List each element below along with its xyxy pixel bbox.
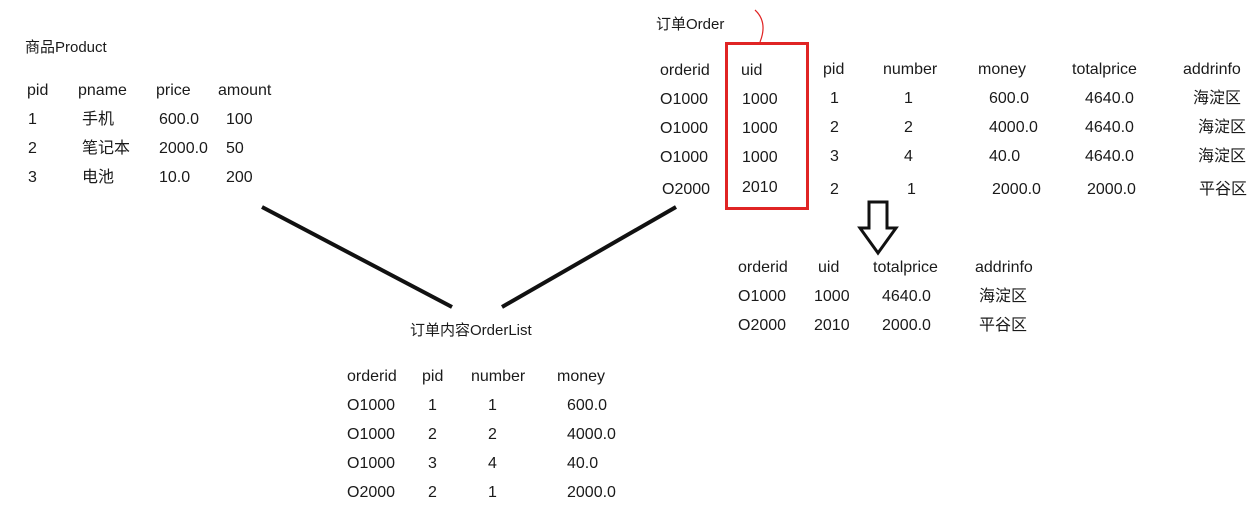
product-cell: 100 xyxy=(226,111,253,128)
red-pen-mark xyxy=(754,9,764,43)
product-header-pid: pid xyxy=(27,82,49,99)
orderlist-cell: O1000 xyxy=(347,397,396,414)
uid-column-highlight xyxy=(725,42,809,210)
product-to-orderlist-line xyxy=(261,205,453,309)
product-header-pname: pname xyxy=(78,82,127,99)
orderlist-cell: 1 xyxy=(428,397,437,414)
product-cell: 3 xyxy=(28,169,37,186)
order-cell: 4000.0 xyxy=(989,119,1038,136)
order-to-orderlist-line xyxy=(501,205,677,309)
split-header-uid: uid xyxy=(818,259,840,276)
order-cell: 4 xyxy=(904,148,913,165)
order-cell: 2010 xyxy=(742,179,778,196)
orderlist-header-orderid: orderid xyxy=(347,368,397,385)
order-cell: 1 xyxy=(907,181,916,198)
order-cell: 1000 xyxy=(742,149,778,166)
orderlist-cell: 2 xyxy=(428,484,437,501)
order-cell: 2000.0 xyxy=(1087,181,1136,198)
order-cell: O2000 xyxy=(662,181,711,198)
orderlist-cell: 1 xyxy=(488,484,497,501)
orderlist-cell: 600.0 xyxy=(567,397,608,414)
order-cell: 2000.0 xyxy=(992,181,1041,198)
order-cell: O1000 xyxy=(660,120,709,137)
orderlist-header-number: number xyxy=(471,368,526,385)
split-header-addrinfo: addrinfo xyxy=(975,259,1033,276)
order-cell: 3 xyxy=(830,148,839,165)
order-cell: 1000 xyxy=(742,91,778,108)
order-cell: 1 xyxy=(830,90,839,107)
order-cell: 4640.0 xyxy=(1085,148,1134,165)
orderlist-cell: 4 xyxy=(488,455,497,472)
split-cell: 1000 xyxy=(814,288,850,305)
orderlist-cell: 2 xyxy=(428,426,437,443)
orderlist-table-title: 订单内容OrderList xyxy=(410,322,532,339)
orderlist-cell: 1 xyxy=(488,397,497,414)
order-cell: 海淀区 xyxy=(1198,119,1247,136)
down-arrow-icon xyxy=(857,200,899,256)
order-header-orderid: orderid xyxy=(660,62,710,79)
orderlist-cell: 4000.0 xyxy=(567,426,616,443)
split-cell: 海淀区 xyxy=(979,288,1028,305)
split-cell: 平谷区 xyxy=(979,317,1028,334)
order-cell: O1000 xyxy=(660,149,709,166)
order-header-uid: uid xyxy=(741,62,763,79)
orderlist-cell: O2000 xyxy=(347,484,396,501)
orderlist-cell: 2000.0 xyxy=(567,484,616,501)
orderlist-cell: 2 xyxy=(488,426,497,443)
product-cell: 1 xyxy=(28,111,37,128)
order-cell: 40.0 xyxy=(989,148,1021,165)
orderlist-cell: 40.0 xyxy=(567,455,599,472)
order-cell: 4640.0 xyxy=(1085,119,1134,136)
order-cell: 1000 xyxy=(742,120,778,137)
orderlist-cell: O1000 xyxy=(347,455,396,472)
product-cell: 2000.0 xyxy=(159,140,208,157)
order-header-addrinfo: addrinfo xyxy=(1183,61,1241,78)
order-cell: 1 xyxy=(904,90,913,107)
product-cell: 笔记本 xyxy=(82,140,131,157)
product-table-title: 商品Product xyxy=(25,39,107,56)
split-header-totalprice: totalprice xyxy=(873,259,938,276)
product-cell: 200 xyxy=(226,169,253,186)
orderlist-cell: O1000 xyxy=(347,426,396,443)
order-cell: 海淀区 xyxy=(1198,148,1247,165)
order-header-number: number xyxy=(883,61,938,78)
product-cell: 50 xyxy=(226,140,244,157)
product-cell: 600.0 xyxy=(159,111,200,128)
order-cell: 2 xyxy=(830,119,839,136)
product-cell: 手机 xyxy=(82,111,115,128)
product-header-amount: amount xyxy=(218,82,272,99)
split-cell: O1000 xyxy=(738,288,787,305)
order-cell: 2 xyxy=(904,119,913,136)
product-header-price: price xyxy=(156,82,191,99)
order-header-totalprice: totalprice xyxy=(1072,61,1137,78)
order-cell: 平谷区 xyxy=(1199,181,1248,198)
split-cell: O2000 xyxy=(738,317,787,334)
split-header-orderid: orderid xyxy=(738,259,788,276)
order-cell: 4640.0 xyxy=(1085,90,1134,107)
order-header-money: money xyxy=(978,61,1027,78)
orderlist-cell: 3 xyxy=(428,455,437,472)
split-cell: 4640.0 xyxy=(882,288,931,305)
split-cell: 2010 xyxy=(814,317,850,334)
orderlist-header-pid: pid xyxy=(422,368,444,385)
product-cell: 2 xyxy=(28,140,37,157)
product-cell: 电池 xyxy=(82,169,115,186)
orderlist-header-money: money xyxy=(557,368,606,385)
split-cell: 2000.0 xyxy=(882,317,931,334)
product-cell: 10.0 xyxy=(159,169,191,186)
order-cell: 2 xyxy=(830,181,839,198)
order-header-pid: pid xyxy=(823,61,845,78)
order-cell: 海淀区 xyxy=(1193,90,1242,107)
order-cell: 600.0 xyxy=(989,90,1030,107)
order-table-title: 订单Order xyxy=(656,16,725,33)
order-cell: O1000 xyxy=(660,91,709,108)
